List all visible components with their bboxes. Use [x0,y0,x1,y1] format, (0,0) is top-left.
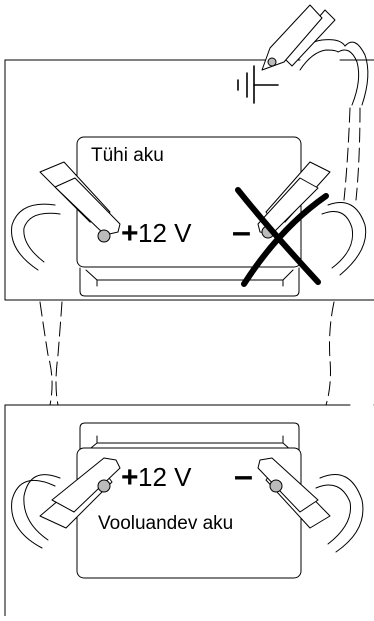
upper-vehicle-frame [4,59,374,301]
donor-battery-voltage: 12 V [138,462,192,492]
positive-terminal-symbol: + [121,217,139,250]
jumper-cable-left-lower [11,474,61,549]
lower-vehicle-frame [4,404,374,617]
cable-route-dashed [39,107,361,406]
jumper-cable-right-upper [321,202,367,276]
donor-battery-label: Vooluandev aku [98,513,234,534]
jumper-cable-right-lower [315,474,364,553]
ground-symbol-icon [237,65,279,104]
jumper-clamp-icon [39,4,336,529]
empty-battery-label: Tühi aku [91,145,164,166]
donor-battery [76,422,302,579]
donor-negative-terminal-symbol: – [234,457,253,495]
jumper-cable-left-upper [11,203,61,271]
donor-positive-terminal-symbol: + [121,461,139,494]
empty-battery-voltage: 12 V [138,218,192,248]
negative-terminal-symbol: – [232,213,251,251]
cross-mark-icon [235,187,329,287]
